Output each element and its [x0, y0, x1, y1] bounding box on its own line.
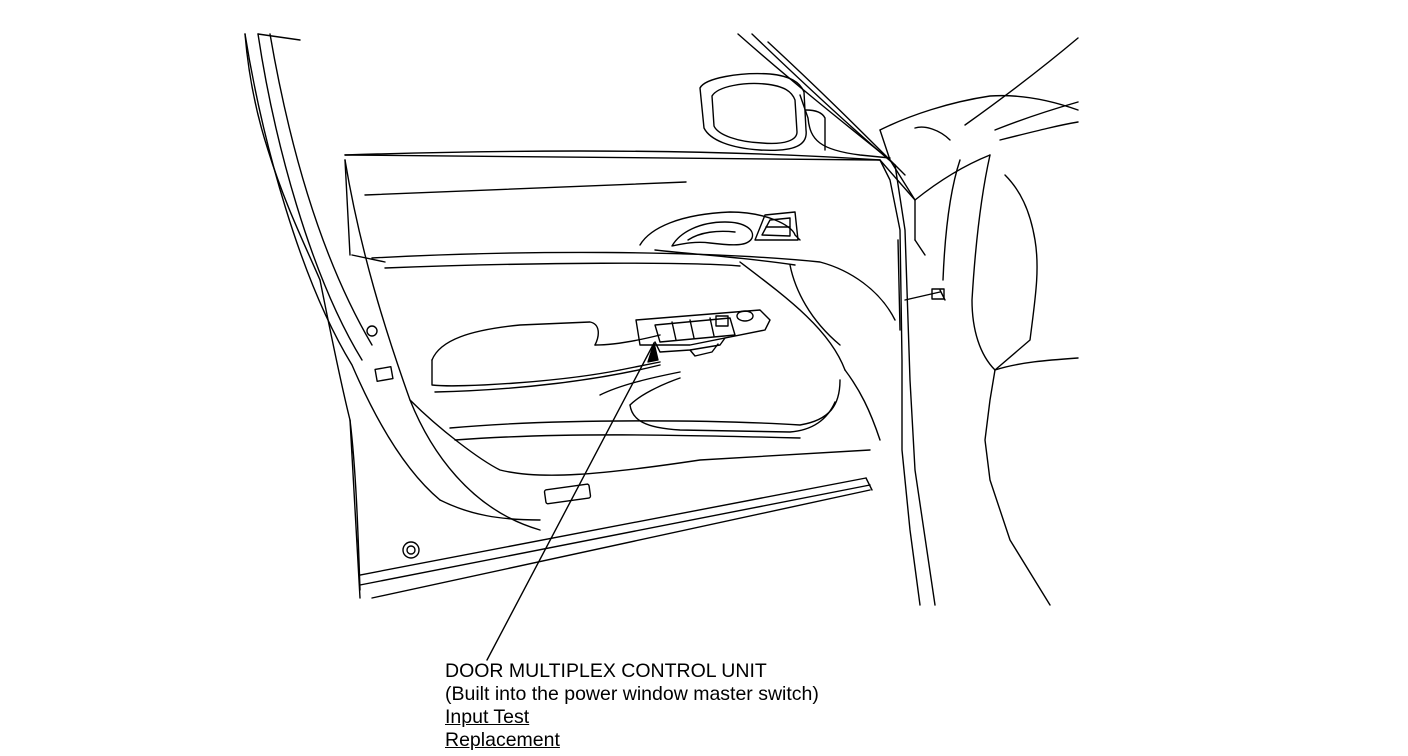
door-handle: [672, 222, 753, 246]
callout-subtitle: (Built into the power window master swit…: [445, 683, 819, 705]
a-pillar: [738, 34, 945, 605]
car-body-right: [880, 38, 1078, 605]
lower-panel: [410, 262, 880, 475]
callout-label: DOOR MULTIPLEX CONTROL UNIT (Built into …: [445, 660, 819, 752]
replacement-link[interactable]: Replacement: [445, 729, 560, 751]
upper-panel: [372, 212, 895, 320]
leader-line: [487, 343, 658, 660]
door-frame: [245, 34, 540, 598]
callout-title: DOOR MULTIPLEX CONTROL UNIT: [445, 660, 767, 682]
lock-switch: [755, 212, 798, 240]
door-bottom: [360, 326, 872, 598]
side-mirror: [700, 74, 825, 151]
input-test-link[interactable]: Input Test: [445, 706, 530, 728]
armrest: [432, 322, 660, 392]
door-top-trim: [345, 151, 915, 262]
power-window-switch: [636, 310, 770, 356]
